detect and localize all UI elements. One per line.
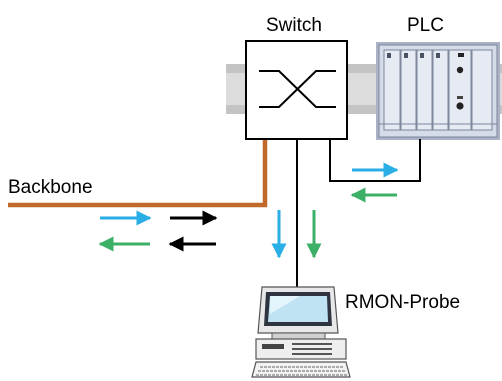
plc-icon: [376, 42, 500, 140]
rmon-probe-label: RMON-Probe: [345, 292, 460, 313]
switch-icon: [246, 41, 347, 139]
switch-label: Switch: [266, 15, 322, 36]
backbone-label: Backbone: [8, 177, 93, 198]
plc-label: PLC: [407, 15, 444, 36]
rmon-probe-computer-icon: [252, 287, 350, 377]
switch-plc-cable: [330, 138, 420, 181]
